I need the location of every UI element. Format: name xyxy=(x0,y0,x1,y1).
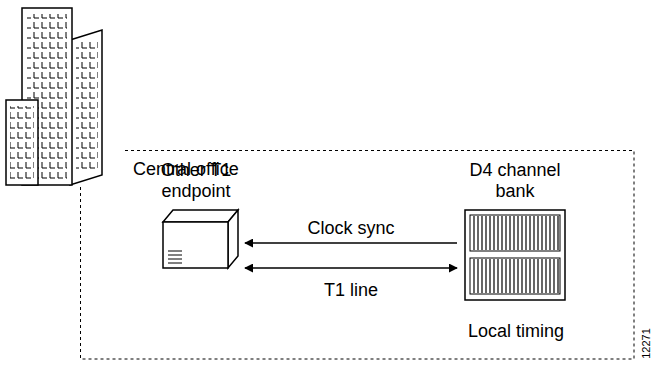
channel-bank-icon xyxy=(465,210,565,300)
equipment-node: Other T1 endpoint xyxy=(150,160,242,272)
connector-arrow xyxy=(245,267,457,268)
connector-arrow xyxy=(245,242,457,243)
endpoint-icon xyxy=(163,210,238,268)
building-icon xyxy=(6,8,102,185)
node-label: D4 channel bank xyxy=(460,160,570,202)
node-label: Other T1 endpoint xyxy=(150,160,242,202)
connector-label: T1 line xyxy=(322,280,380,301)
connector-label: Clock sync xyxy=(305,218,396,239)
figure-number: 12271 xyxy=(640,328,653,359)
note-label: Local timing xyxy=(468,321,564,342)
equipment-node: D4 channel bank xyxy=(460,160,570,305)
